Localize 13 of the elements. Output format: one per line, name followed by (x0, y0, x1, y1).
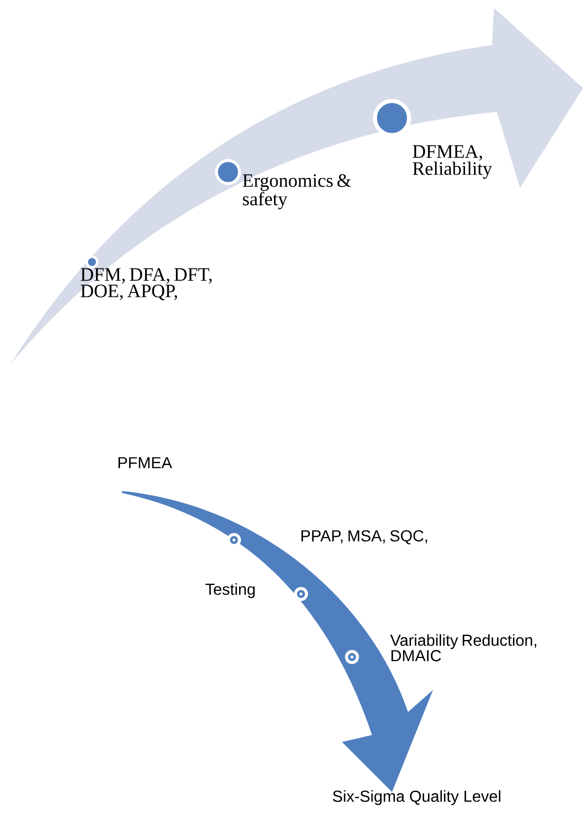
dot-marker (86, 256, 98, 268)
marker-label: Ergonomics & safety (242, 174, 352, 210)
dot-marker (227, 533, 241, 547)
dot-marker (345, 650, 359, 664)
marker-label: Variability Reduction, DMAIC (390, 634, 536, 662)
dot-marker (294, 587, 308, 601)
marker-label: Testing (206, 583, 255, 598)
dot-marker (215, 159, 241, 185)
marker-label: PPAP, MSA, SQC, (302, 530, 428, 544)
marker-label: DFM, DFA, DFT, DOE, APQP, (80, 268, 212, 300)
marker-label: DFMEA, Reliability (412, 145, 492, 179)
stage-label: Six-Sigma Quality Level (332, 790, 500, 806)
stage-label: PFMEA (118, 457, 172, 468)
